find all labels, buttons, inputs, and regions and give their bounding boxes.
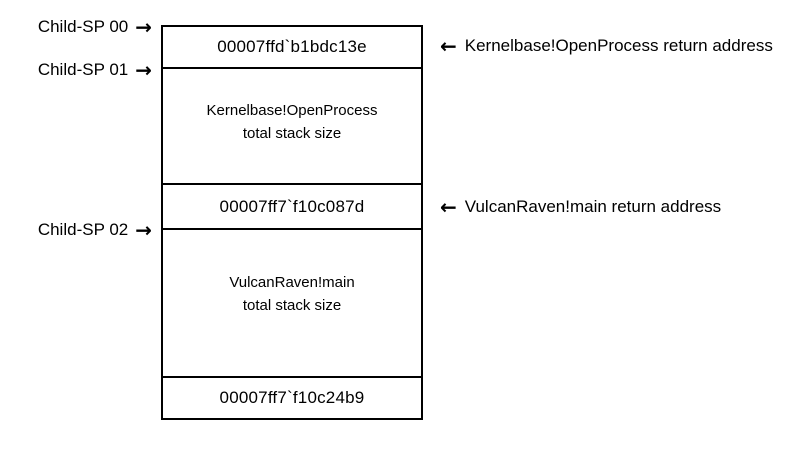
frame-size-caption: total stack size (242, 125, 342, 142)
stack-cell-main-return-address: 00007ff7`f10c087d (163, 185, 421, 230)
right-arrow-icon: → (135, 218, 152, 242)
frame-function-name: VulcanRaven!main (229, 274, 355, 291)
frame-function-name: Kernelbase!OpenProcess (206, 102, 378, 119)
child-sp-02-text: Child-SP 02 (37, 220, 129, 239)
stack-cell-openprocess-frame: Kernelbase!OpenProcess total stack size (163, 69, 421, 185)
child-sp-00-label: Child-SP 00 → (38, 16, 152, 38)
annotation-text: VulcanRaven!main return address (464, 197, 722, 216)
openprocess-return-address-annotation: ← Kernelbase!OpenProcess return address (440, 35, 773, 57)
stack-box: 00007ffd`b1bdc13e Kernelbase!OpenProcess… (161, 25, 423, 420)
right-arrow-icon: → (135, 58, 152, 82)
main-return-address-annotation: ← VulcanRaven!main return address (440, 196, 721, 218)
annotation-text: Kernelbase!OpenProcess return address (464, 36, 773, 55)
left-arrow-icon: ← (440, 195, 457, 219)
child-sp-01-text: Child-SP 01 (37, 60, 129, 79)
stack-cell-main-frame: VulcanRaven!main total stack size (163, 230, 421, 378)
left-arrow-icon: ← (440, 34, 457, 58)
stack-cell-openprocess-return-address: 00007ffd`b1bdc13e (163, 27, 421, 69)
child-sp-00-text: Child-SP 00 (37, 17, 129, 36)
frame-size-caption: total stack size (242, 297, 342, 314)
stack-cell-bottom-address: 00007ff7`f10c24b9 (219, 388, 365, 407)
child-sp-02-label: Child-SP 02 → (38, 219, 152, 241)
child-sp-01-label: Child-SP 01 → (38, 59, 152, 81)
right-arrow-icon: → (135, 15, 152, 39)
